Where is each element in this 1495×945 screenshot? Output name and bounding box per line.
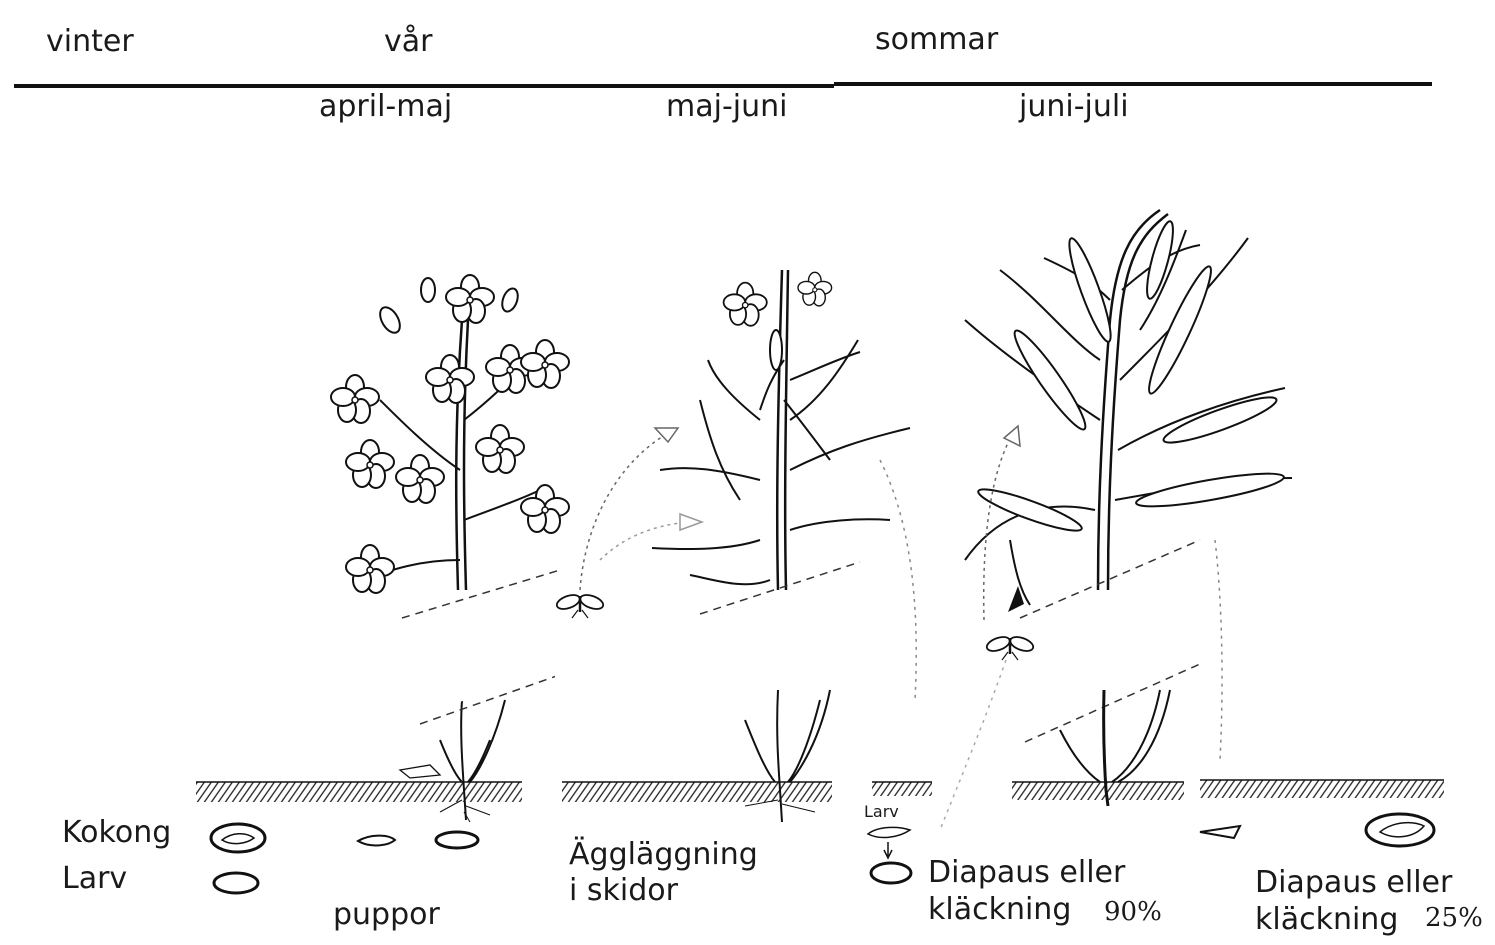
pod-plant bbox=[965, 210, 1292, 605]
larva-icon bbox=[214, 873, 258, 893]
soil-line bbox=[196, 780, 1444, 802]
pupa-icon-2 bbox=[1200, 826, 1240, 838]
cocoon-icon-2 bbox=[871, 863, 911, 883]
cocoon-icon-3 bbox=[1366, 814, 1434, 846]
larva-icon-2 bbox=[436, 832, 478, 848]
budding-plant bbox=[652, 270, 910, 590]
pupa-icon bbox=[358, 836, 395, 846]
cocoon-icon bbox=[211, 824, 265, 852]
midge-fly bbox=[555, 592, 605, 618]
flower-plant bbox=[331, 275, 569, 822]
larva-small-icon bbox=[868, 827, 910, 837]
